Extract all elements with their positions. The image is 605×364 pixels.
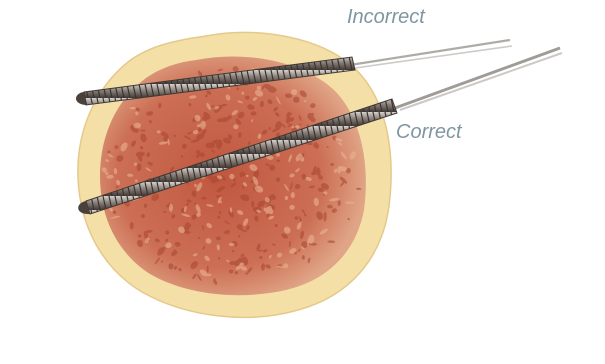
trabecula	[194, 184, 197, 187]
trabecula	[130, 107, 136, 109]
trabecula	[207, 266, 209, 273]
trabecula	[140, 130, 146, 132]
correct-label: Correct	[396, 121, 462, 144]
trabecula	[168, 263, 173, 269]
incorrect-label: Incorrect	[347, 6, 425, 29]
trabecula	[206, 143, 216, 149]
